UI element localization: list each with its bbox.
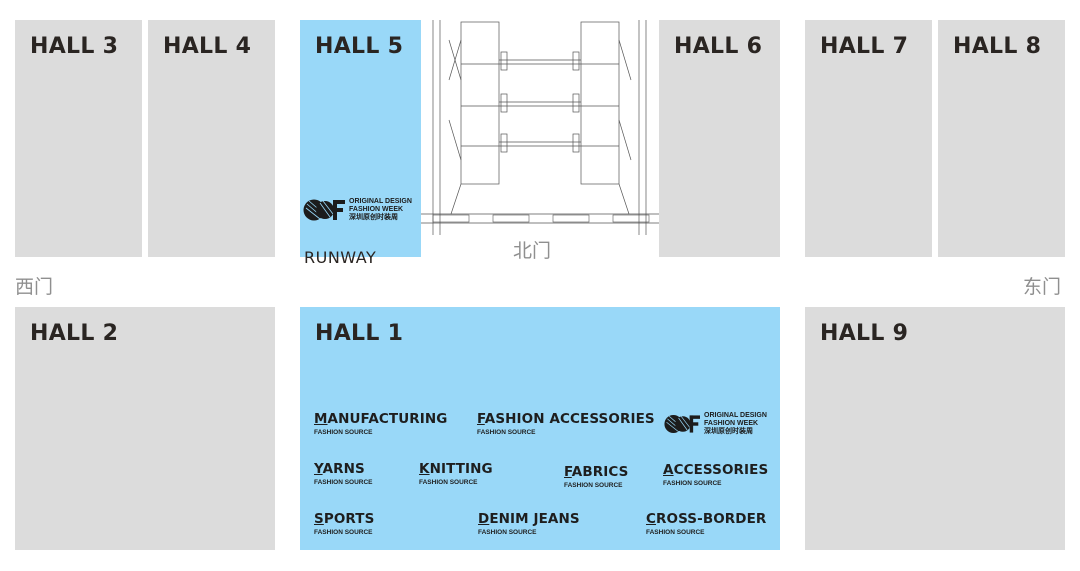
- hall-8-label: HALL 8: [953, 34, 1042, 59]
- hall-6[interactable]: HALL 6: [659, 20, 780, 257]
- category-name: FABRICS: [564, 464, 629, 480]
- category-fashion-accessories[interactable]: FASHION ACCESSORIES FASHION SOURCE: [477, 411, 655, 437]
- logo-line: ORIGINAL DESIGN: [704, 412, 767, 419]
- west-gate-label: 西门: [15, 276, 54, 298]
- hall-9-label: HALL 9: [820, 321, 909, 346]
- hall-4-label: HALL 4: [163, 34, 252, 59]
- category-yarns[interactable]: YARNS FASHION SOURCE: [314, 461, 373, 487]
- hall-5-label: HALL 5: [315, 34, 404, 59]
- runway-label: RUNWAY: [304, 248, 377, 267]
- hall-4[interactable]: HALL 4: [148, 20, 275, 257]
- category-sub: FASHION SOURCE: [314, 429, 373, 436]
- hall-3-label: HALL 3: [30, 34, 119, 59]
- logo-line: 深圳原创时装周: [349, 214, 398, 221]
- category-sub: FASHION SOURCE: [564, 482, 623, 489]
- hall-5[interactable]: HALL 5 ORIGINAL DESIGN FASHION WEEK 深圳原创…: [300, 20, 421, 267]
- category-sub: FASHION SOURCE: [477, 429, 536, 436]
- hall-3[interactable]: HALL 3: [15, 20, 142, 257]
- category-name: MANUFACTURING: [314, 411, 448, 427]
- category-sub: FASHION SOURCE: [314, 529, 373, 536]
- logo-line: FASHION WEEK: [349, 206, 404, 213]
- hall-1[interactable]: HALL 1 MANUFACTURING FASHION SOURCE FASH…: [300, 307, 780, 550]
- category-denim-jeans[interactable]: DENIM JEANS FASHION SOURCE: [478, 511, 580, 537]
- logo-line: FASHION WEEK: [704, 420, 759, 427]
- category-name: CROSS-BORDER: [646, 511, 767, 527]
- category-manufacturing[interactable]: MANUFACTURING FASHION SOURCE: [314, 411, 448, 437]
- category-name: SPORTS: [314, 511, 375, 527]
- east-gate-label: 东门: [1023, 276, 1062, 298]
- logo-line: 深圳原创时装周: [704, 428, 753, 435]
- hall-2[interactable]: HALL 2: [15, 307, 275, 550]
- odfw-logo-icon: [303, 199, 345, 221]
- odfw-logo-icon: [664, 415, 700, 433]
- hall-8[interactable]: HALL 8: [938, 20, 1065, 257]
- logo-line: ORIGINAL DESIGN: [349, 198, 412, 205]
- category-fabrics[interactable]: FABRICS FASHION SOURCE: [564, 464, 629, 490]
- hall-7[interactable]: HALL 7: [805, 20, 932, 257]
- category-name: FASHION ACCESSORIES: [477, 411, 655, 427]
- category-sports[interactable]: SPORTS FASHION SOURCE: [314, 511, 375, 537]
- category-sub: FASHION SOURCE: [663, 480, 722, 487]
- category-name: KNITTING: [419, 461, 493, 477]
- category-name: YARNS: [314, 461, 365, 477]
- category-cross-border[interactable]: CROSS-BORDER FASHION SOURCE: [646, 511, 767, 537]
- north-gate-label: 北门: [513, 240, 552, 262]
- north-gate-building-drawing: [421, 20, 659, 235]
- category-accessories[interactable]: ACCESSORIES FASHION SOURCE: [663, 462, 769, 488]
- hall-9[interactable]: HALL 9: [805, 307, 1065, 550]
- hall-7-label: HALL 7: [820, 34, 909, 59]
- category-name: DENIM JEANS: [478, 511, 580, 527]
- category-sub: FASHION SOURCE: [478, 529, 537, 536]
- hall-2-label: HALL 2: [30, 321, 119, 346]
- category-sub: FASHION SOURCE: [646, 529, 705, 536]
- hall-1-label: HALL 1: [315, 321, 404, 346]
- category-name: ACCESSORIES: [663, 462, 769, 478]
- hall-1-logo: ORIGINAL DESIGN FASHION WEEK 深圳原创时装周: [664, 412, 767, 436]
- category-sub: FASHION SOURCE: [314, 479, 373, 486]
- runway-logo: ORIGINAL DESIGN FASHION WEEK 深圳原创时装周: [303, 198, 412, 222]
- category-knitting[interactable]: KNITTING FASHION SOURCE: [419, 461, 493, 487]
- category-sub: FASHION SOURCE: [419, 479, 478, 486]
- hall-6-label: HALL 6: [674, 34, 763, 59]
